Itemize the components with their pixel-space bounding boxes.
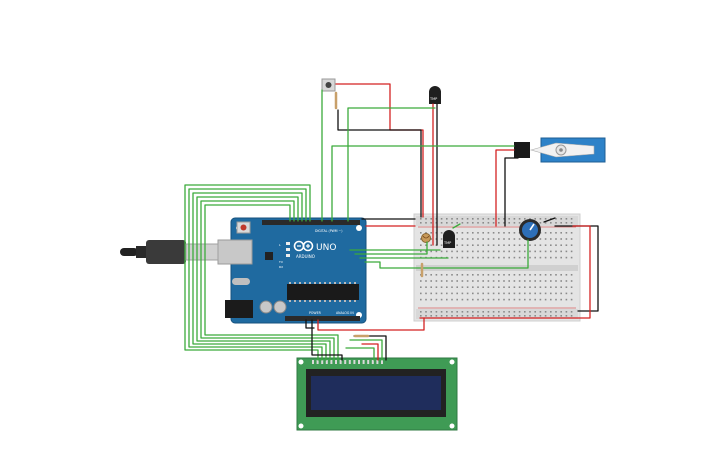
capacitor xyxy=(259,300,273,314)
tx-label: TX xyxy=(278,260,283,264)
wires xyxy=(184,83,599,361)
wire-lcd-d6[interactable] xyxy=(188,188,323,361)
digital-pins-label: DIGITAL (PWM ~) xyxy=(315,229,342,233)
usb-plug-icon xyxy=(120,240,219,264)
temperature-sensor-icon[interactable]: TMP xyxy=(429,86,441,104)
potentiometer-icon[interactable] xyxy=(519,219,541,241)
rx-label: RX xyxy=(279,265,283,269)
wire-button-ground[interactable] xyxy=(337,109,422,218)
digital-header[interactable] xyxy=(262,220,360,225)
wire-rail-power-loop[interactable] xyxy=(419,225,591,319)
lcd-screen xyxy=(311,376,441,410)
power-analog-header[interactable] xyxy=(285,316,360,321)
wire-lcd-rw[interactable] xyxy=(345,347,375,361)
l-led-label: L xyxy=(279,243,281,247)
reset-button-icon[interactable] xyxy=(236,221,251,234)
wire-lcd-power[interactable] xyxy=(317,317,425,331)
wire-lcd-backlight-power[interactable] xyxy=(361,343,379,361)
photoresistor-icon[interactable] xyxy=(421,233,431,243)
usb-chip xyxy=(265,252,273,260)
lcd-display[interactable] xyxy=(296,357,458,431)
usb-port xyxy=(217,239,253,265)
wire-lcd-rs[interactable] xyxy=(204,204,339,361)
board-model-label: UNO xyxy=(316,243,336,253)
tmp-label-top: TMP xyxy=(429,97,437,101)
temperature-sensor-breadboard[interactable]: TMP xyxy=(443,230,455,248)
wire-lcd-ground[interactable] xyxy=(311,319,343,361)
wire-pot-signal[interactable] xyxy=(364,239,529,269)
crystal xyxy=(232,278,250,285)
arduino-logo-icon xyxy=(293,240,314,252)
wire-lcd-d5[interactable] xyxy=(192,192,327,361)
capacitor xyxy=(273,300,287,314)
wire-lcd-en[interactable] xyxy=(200,200,335,361)
servo-icon[interactable] xyxy=(514,137,606,163)
wire-servo-power[interactable] xyxy=(495,149,515,227)
wire-analog-2[interactable] xyxy=(354,241,428,255)
arduino-uno-board[interactable]: UNO ARDUINO DIGITAL (PWM ~) POWER ANALOG… xyxy=(217,217,367,324)
wire-tmp-signal[interactable] xyxy=(347,107,436,222)
wire-servo-signal[interactable] xyxy=(331,145,515,222)
analog-pins-label: ANALOG IN xyxy=(336,311,354,315)
power-jack xyxy=(225,300,253,318)
wire-button-power[interactable] xyxy=(335,83,424,218)
wire-lcd-d7[interactable] xyxy=(184,184,319,361)
board-brand-label: ARDUINO xyxy=(296,254,315,259)
tmp-label-breadboard: TMP xyxy=(443,241,451,245)
wire-servo-ground[interactable] xyxy=(504,157,519,227)
wire-lcd-d4[interactable] xyxy=(196,196,331,361)
wire-lcd-contrast[interactable] xyxy=(349,339,383,361)
power-pins-label: POWER xyxy=(309,311,322,315)
atmega-chip xyxy=(287,284,359,300)
pushbutton-icon[interactable] xyxy=(321,78,336,92)
